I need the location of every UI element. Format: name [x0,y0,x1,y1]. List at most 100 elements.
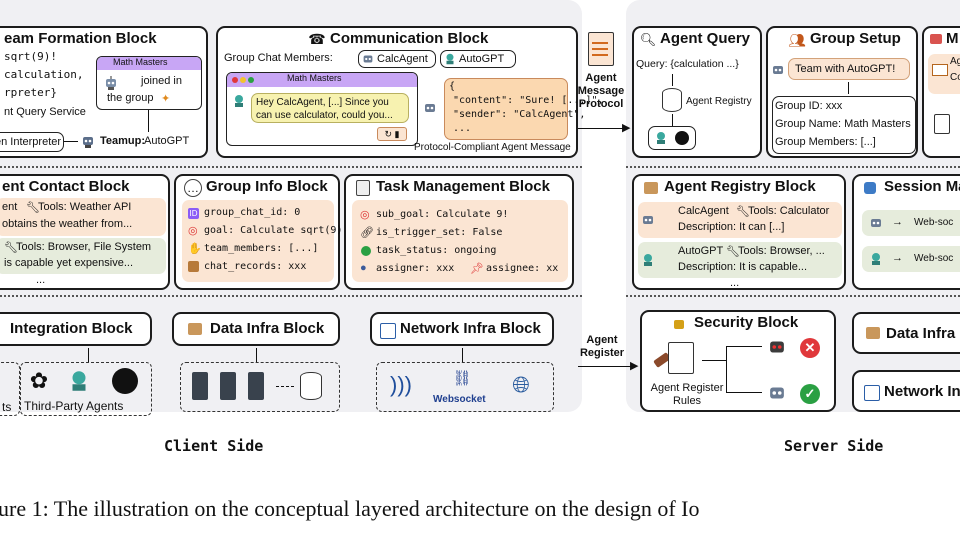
group-id: Group ID: xxx [775,100,843,112]
team-formation-block: eam Formation Block sqrt(9)! calculation… [0,26,208,158]
server-icon [248,372,264,400]
message-title: M [946,30,959,47]
reject-icon: ✕ [800,338,820,358]
register-label-text: Agent Register [579,334,625,359]
task-card [352,200,568,282]
team-formation-title: eam Formation Block [4,30,157,47]
member2-label: AutoGPT [459,53,505,65]
document-line [592,42,608,44]
chat-message-text: Hey CalcAgent, [...] Since you can use c… [256,97,393,121]
scroll-icon [188,261,199,272]
robot-icon [363,55,373,63]
team-formation-line4: nt Query Service [4,106,86,118]
json-ellipsis: ... [453,123,472,134]
message-line2: Co [950,72,960,83]
signal-icon [380,323,396,339]
math-masters-window: Math Masters joined in the group ✦ [96,56,202,110]
protocol-label: Agent Message Protocol [576,72,626,111]
websocket-label: Websocket [433,394,486,405]
chat-bubble-icon: … [184,179,202,197]
protocol-footer: Protocol-Compliant Agent Message [414,142,571,153]
contact-row2a: Tools: Browser, File System [16,241,152,253]
server-data-infra-block: Data Infra [852,312,960,354]
chat-title: Math Masters [287,73,342,83]
network-infra-title: Network Infra Block [400,320,541,337]
member1-label: CalcAgent [377,53,428,65]
robot-icon [106,76,116,90]
party-icon: ✦ [161,93,171,105]
team-formation-line3: rpreter} [4,86,57,99]
communication-title: Communication Block [330,30,489,47]
integration-left-group [0,362,20,416]
database-icon [300,372,322,400]
registry-more: ... [730,277,740,289]
wrench-icon: 🔧︎ [4,242,18,254]
registry-calc-tools: Tools: Calculator [748,205,830,217]
robot-icon [773,66,783,74]
row-separator-4 [626,295,960,297]
network-infra-group [376,362,554,412]
data-infra-title: Data Infra Block [210,320,325,337]
handshake-icon: ✋ [188,243,202,255]
pin-icon: 📌︎ [470,263,484,275]
figure-caption: ure 1: The illustration on the conceptua… [0,496,700,521]
server-icon [220,372,236,400]
link-icon: 🔗︎ [360,227,374,239]
register-arrowhead: ▶ [630,360,639,372]
registry-entry-calc: CalcAgent 🔧︎ Tools: Calculator Descripti… [638,202,842,238]
task-subgoal: sub_goal: Calculate 9! [376,209,509,220]
data-infra-group [180,362,340,412]
agent-query-block: 🔍︎ Agent Query Query: {calculation ...} … [632,26,762,158]
agent-contact-block: ent Contact Block ent 🔧︎ Tools: Weather … [0,174,170,290]
protocol-arrow [578,128,628,129]
contact-entry-1: ent 🔧︎ Tools: Weather API obtains the we… [0,198,166,236]
wifi-icon: ))) [390,372,412,397]
register-arrow [578,366,634,367]
json-content: "content": "Sure! [...]", [453,95,604,106]
document-line [592,54,608,56]
box-icon [188,323,202,335]
team-formation-line2: calculation, [4,68,84,81]
session-arrow: → [892,216,903,228]
contact-title: ent Contact Block [2,178,130,195]
people-icon: 👥︎ [788,32,806,48]
client-side-label: Client Side [164,437,264,455]
registry-entry-auto: AutoGPT 🔧︎ Tools: Browser, ... Descripti… [638,242,842,278]
robot-icon [235,95,243,107]
robot-icon [83,137,93,148]
clipboard-icon [356,180,370,196]
person-icon: ● [360,262,367,274]
register-label: Agent Register [578,334,626,360]
lock-icon [674,320,684,329]
robot-icon [872,253,880,265]
session-title: Session Ma [884,178,960,195]
signal-icon [864,385,880,401]
task-title: Task Management Block [376,178,550,195]
wrench-icon: 🔧︎ [736,206,750,218]
server-side-label: Server Side [784,437,884,455]
box-icon [866,327,880,339]
third-party-label: Third-Party Agents [24,399,124,413]
task-management-block: Task Management Block ◎ sub_goal: Calcul… [344,174,574,290]
row-separator-3 [626,166,960,168]
window-dot-yellow [240,77,246,83]
group-info-item: team_members: [...] [204,243,319,254]
robot-icon [425,104,435,112]
member-autogpt: AutoGPT [440,50,516,68]
contact-row1b: Tools: Weather API [38,201,132,213]
task-status: task_status: ongoing [376,245,497,256]
group-members: Group Members: [...] [775,136,876,148]
session-item2: Web-soc [914,253,954,264]
agent-query-title: Agent Query [660,30,751,47]
server-icon [192,372,208,400]
team-arrow [148,110,149,132]
robot-icon [72,371,86,391]
robot-icon [643,216,653,224]
storage-arrow [276,386,294,387]
integration-cut-text: ts [2,400,12,414]
open-interpreter-label: en Interpreter [0,136,62,148]
data-infra-arrow [256,348,257,362]
task-assignee: assignee: xx [486,263,559,274]
target-icon: ◎ [360,209,370,221]
json-open: { [449,81,456,92]
